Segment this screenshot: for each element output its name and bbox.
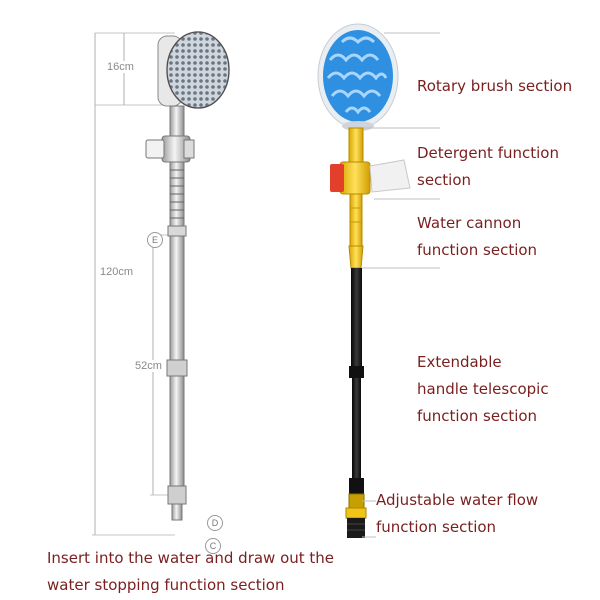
dimension-label-brush-head: 16cm [106,61,135,73]
rotary-brush-head [317,23,399,131]
callout-water-flow-line-2: function section [376,518,497,536]
product-illustration [317,23,411,538]
callout-detergent-line-2: section [417,171,472,189]
part-mark-d: D [207,515,223,531]
callout-rotary-brush: Rotary brush section [417,73,572,100]
callout-water-cannon-line-2: function section [417,241,538,259]
part-mark-e: E [147,232,163,248]
callout-water-flow: Adjustable water flow function section [376,487,538,541]
callout-extendable-handle-line-2: handle telescopic [417,380,549,398]
part-mark-c: C [205,538,221,554]
callout-water-cannon: Water cannon function section [417,210,537,264]
telescopic-handle-drawing [166,225,188,521]
callout-water-flow-line-1: Adjustable water flow [376,491,539,509]
callout-detergent-line-1: Detergent function [417,144,559,162]
detergent-section [330,127,411,195]
callout-insert-water: Insert into the water and draw out the w… [47,545,334,599]
water-cannon-tube [348,193,364,269]
callout-detergent: Detergent function section [417,140,559,194]
ribbed-tube-drawing [169,161,185,227]
water-flow-valve [345,493,367,538]
callout-insert-water-line-2: water stopping function section [47,576,285,594]
nozzle-drawing [145,105,195,163]
callout-rotary-brush-line-1: Rotary brush section [417,77,573,95]
black-telescopic-handle [349,268,364,494]
callout-extendable-handle-line-3: function section [417,407,538,425]
dimension-drawing [92,31,230,536]
callout-insert-water-line-1: Insert into the water and draw out the [47,549,335,567]
callout-extendable-handle-line-1: Extendable [417,353,502,371]
brush-head-drawing [157,31,230,109]
dimension-label-total-length: 120cm [99,266,135,278]
callout-water-cannon-line-1: Water cannon [417,214,522,232]
callout-lines [362,32,440,538]
callout-extendable-handle: Extendable handle telescopic function se… [417,349,549,430]
dimension-label-handle-segment: 52cm [134,360,163,372]
